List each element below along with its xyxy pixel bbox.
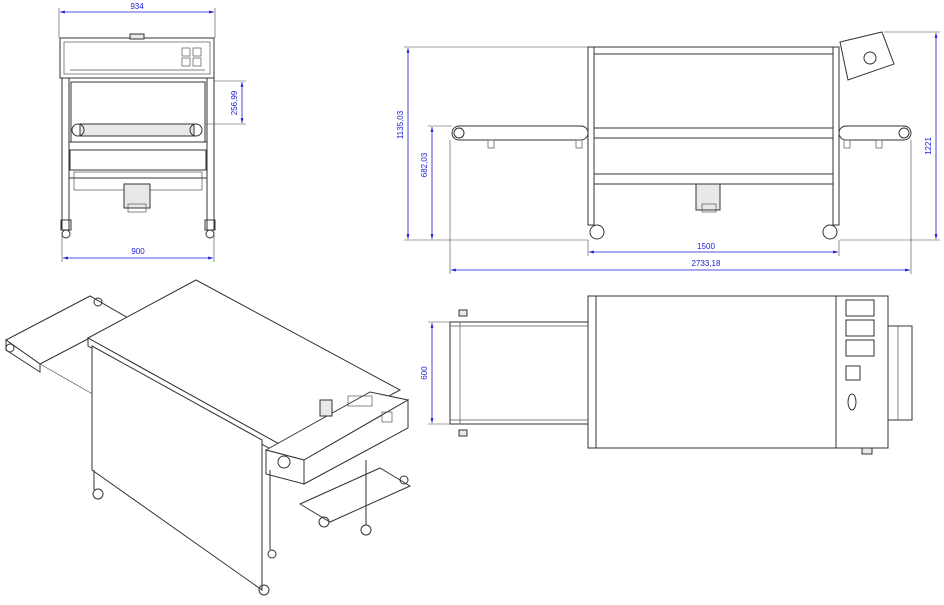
dim-side-frame-height: 1135,03 <box>396 46 588 241</box>
dim-label-front-top-width: 934 <box>130 2 144 11</box>
dim-label-side-conveyor-height: 682,03 <box>420 152 429 177</box>
top-view <box>449 295 913 455</box>
dim-label-top-belt-width: 600 <box>420 366 429 380</box>
dim-side-frame-length: 1500 <box>587 240 840 256</box>
dim-label-side-frame-length: 1500 <box>697 242 715 251</box>
front-view <box>59 33 216 239</box>
dim-side-total-length: 2733,18 <box>449 140 912 274</box>
dim-label-front-opening-height: 256,99 <box>230 90 239 115</box>
dim-top-belt-width: 600 <box>420 321 450 425</box>
dim-label-front-bottom-width: 900 <box>131 247 145 256</box>
side-view <box>451 31 912 240</box>
dim-front-top-width: 934 <box>58 2 216 38</box>
dim-front-bottom-width: 900 <box>61 232 215 262</box>
dim-front-opening-height: 256,99 <box>205 80 246 125</box>
dim-label-side-frame-height: 1135,03 <box>396 110 405 139</box>
dim-label-side-total-length: 2733,18 <box>692 259 721 268</box>
dim-label-side-total-height: 1221 <box>924 137 933 155</box>
dim-side-total-height: 1221 <box>840 31 940 241</box>
dim-side-conveyor-height: 682,03 <box>420 125 452 239</box>
isometric-view <box>5 279 412 596</box>
